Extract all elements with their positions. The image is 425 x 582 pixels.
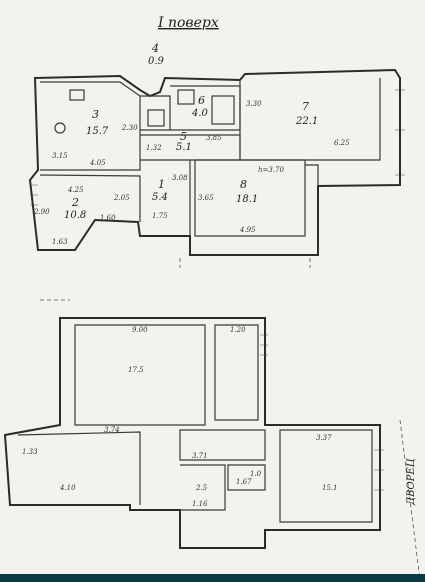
bottom-bar (0, 574, 425, 582)
room-4-number: 4 (151, 42, 159, 55)
lower-dim-b: 1.20 (230, 326, 246, 334)
room-1-area: 5.4 (152, 192, 168, 203)
dim-1.63: 1.63 (52, 238, 68, 246)
dim-4.95: 4.95 (239, 226, 256, 234)
dim-4.05: 4.05 (89, 159, 106, 167)
dim-height: h=3.70 (258, 166, 285, 174)
room-5-number: 5 (180, 130, 187, 143)
dim-4.25: 4.25 (67, 186, 84, 194)
dim-2.30: 2.30 (121, 124, 138, 132)
lower-dim-c: 17.5 (128, 366, 144, 374)
dim-3.08: 3.08 (172, 174, 188, 182)
room-2-number: 2 (71, 196, 79, 209)
lower-dim-f: 4.10 (59, 484, 76, 492)
dim-3.65: 3.65 (198, 194, 214, 202)
room-6-area: 4.0 (191, 108, 209, 119)
dim-2.05: 2.05 (113, 194, 130, 202)
lower-dim-e: 1.33 (22, 448, 38, 456)
dim-3.30: 3.30 (246, 100, 262, 108)
lower-dim-j: 1.16 (192, 500, 208, 508)
room-3-number: 3 (92, 108, 99, 121)
room-8-number: 8 (240, 178, 247, 191)
room-4-area: 0.9 (148, 56, 165, 67)
lower-dim-d: 3.74 (104, 426, 120, 434)
upper-floor-plan: 3 15.7 2 10.8 4 0.9 6 4.0 5 5.1 7 22.1 1… (28, 42, 405, 268)
lower-floor-plan: 9.00 1.20 17.5 3.74 1.33 4.10 3.71 3.37 … (3, 299, 421, 581)
dim-1.75: 1.75 (152, 212, 168, 220)
dim-1.32: 1.32 (146, 144, 162, 152)
side-label: ДВОРЕЦ (406, 457, 417, 506)
lower-dim-i: 15.1 (322, 484, 338, 492)
room-1-number: 1 (158, 178, 165, 191)
plan-title: I поверх (157, 15, 219, 31)
room-5-area: 5.1 (176, 142, 192, 153)
room-3-area: 15.7 (86, 126, 109, 137)
lower-dim-g: 3.71 (192, 452, 208, 460)
lower-dim-h: 3.37 (316, 434, 332, 442)
dim-6.25: 6.25 (334, 139, 350, 147)
room-7-number: 7 (302, 100, 309, 113)
dim-3.15: 3.15 (52, 152, 68, 160)
room-2-area: 10.8 (64, 210, 86, 221)
lower-dim-l: 1.67 (236, 478, 252, 486)
dim-2.90: 2.90 (33, 208, 50, 216)
room-8-area: 18.1 (236, 194, 258, 205)
room-7-area: 22.1 (295, 116, 318, 127)
lower-dim-k: 2.5 (195, 484, 208, 492)
room-6-number: 6 (198, 94, 205, 107)
lower-dim-a: 9.00 (132, 326, 148, 334)
dim-1.60: 1.60 (100, 214, 116, 222)
dim-3.85: 3.85 (206, 134, 222, 142)
lower-dim-m: 1.0 (250, 470, 262, 478)
